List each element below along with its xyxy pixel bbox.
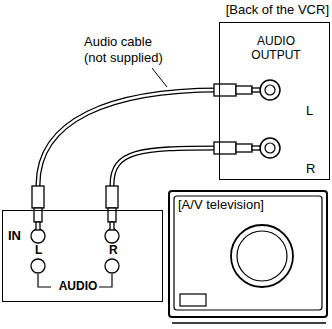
channel-label: R: [109, 244, 118, 258]
vcr-jacks: [260, 80, 280, 158]
vcr-back-panel: [Back of the VCR]AUDIO OUTPUTLR: [219, 22, 330, 180]
rca-plugs-tv: [32, 186, 118, 230]
tv-input-panel: IN L R AUDIO: [2, 210, 163, 302]
panel-heading: [Back of the VCR]: [226, 3, 329, 18]
rca-plugs-vcr: [214, 84, 260, 154]
tv-panel-jacks: [31, 229, 119, 273]
device-label: [A/V television]: [178, 198, 264, 213]
cable-core: [38, 90, 219, 210]
channel-label: L: [35, 244, 42, 258]
channel-label: R: [306, 162, 315, 177]
leader-line: [152, 68, 167, 87]
connector-label: AUDIO OUTPUT: [240, 35, 312, 63]
channel-label: L: [306, 104, 313, 119]
av-television: [A/V television]: [168, 190, 328, 318]
input-label: IN: [8, 229, 21, 244]
audio-cable: [38, 90, 219, 210]
group-label: AUDIO: [52, 280, 104, 294]
cable-label: Audio cable (not supplied): [84, 34, 176, 65]
cable-outline: [38, 90, 219, 210]
tv-set-drawing: [172, 196, 326, 323]
